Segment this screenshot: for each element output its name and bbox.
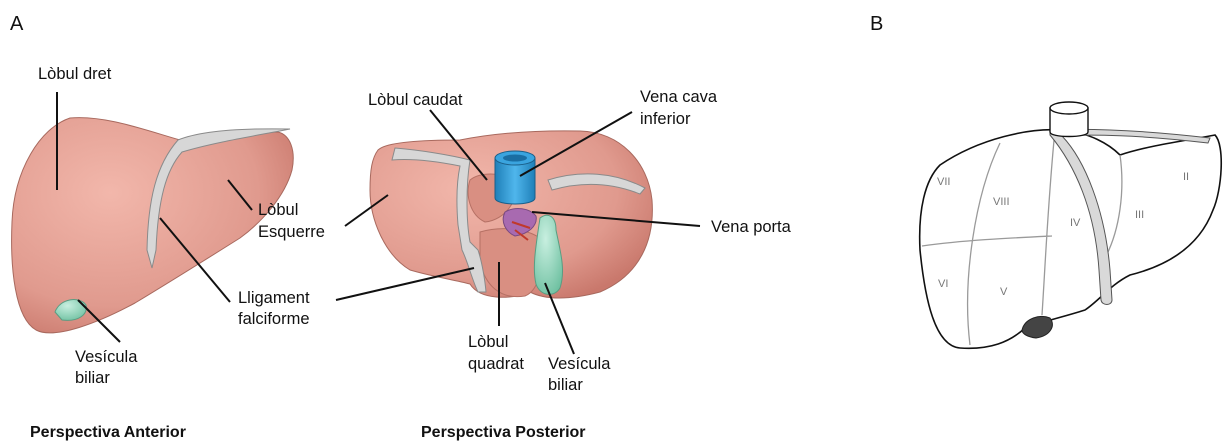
label-gallbladder-posterior: Vesícula biliar xyxy=(548,355,615,394)
panel-label-a: A xyxy=(10,13,24,35)
label-quadrate-lobe: Lòbul quadrat xyxy=(468,333,524,373)
panel-label-b: B xyxy=(870,13,883,35)
label-left-lobe: Lòbul Esquerre xyxy=(258,201,325,241)
posterior-vena-cava xyxy=(495,151,535,204)
label-portal-vein: Vena porta xyxy=(711,218,792,236)
posterior-liver-illustration xyxy=(370,131,652,298)
segment-label-vi: VI xyxy=(938,278,948,290)
label-falciform-ligament: Lligament falciforme xyxy=(238,289,314,328)
segment-label-iii: III xyxy=(1135,209,1144,221)
label-gallbladder-anterior: Vesícula biliar xyxy=(75,348,142,387)
caption-posterior: Perspectiva Posterior xyxy=(421,424,586,441)
caption-anterior: Perspectiva Anterior xyxy=(30,424,186,441)
leader-ligament-posterior xyxy=(336,268,474,300)
segment-label-vii: VII xyxy=(937,176,950,188)
segment-label-viii: VIII xyxy=(993,196,1010,208)
segment-vena-cava-top xyxy=(1050,102,1088,114)
segment-label-v: V xyxy=(1000,286,1008,298)
label-vena-cava: Vena cava inferior xyxy=(640,88,722,128)
label-right-lobe: Lòbul dret xyxy=(38,65,112,83)
segment-label-iv: IV xyxy=(1070,217,1081,229)
label-caudate-lobe: Lòbul caudat xyxy=(368,91,463,109)
segment-label-ii: II xyxy=(1183,171,1189,183)
